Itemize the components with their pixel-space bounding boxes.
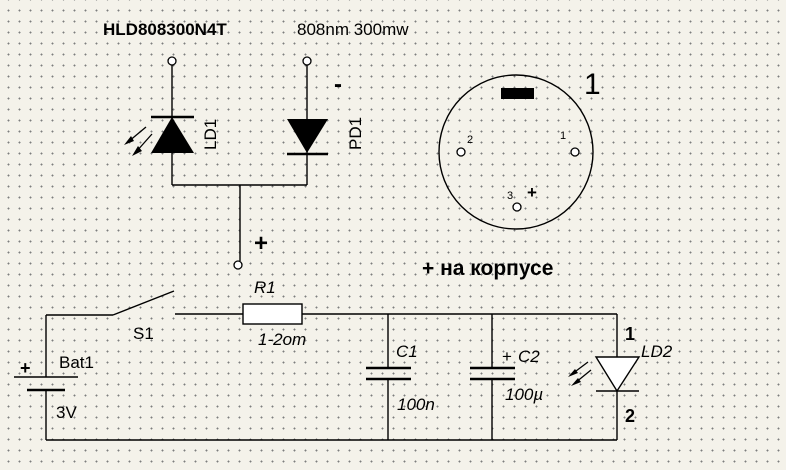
package-pin-3-plus: + bbox=[527, 183, 537, 202]
package-pin-1-label: 1 bbox=[560, 130, 566, 142]
package-pin-2-label: 2 bbox=[467, 134, 473, 146]
pd1-label: PD1 bbox=[346, 117, 365, 150]
resistor-r1-value: 1-2om bbox=[258, 330, 306, 349]
resistor-r1-symbol bbox=[242, 303, 303, 325]
ld2-pin-1-label: 1 bbox=[625, 324, 635, 344]
package-pin-2 bbox=[456, 147, 466, 157]
ld1-label: LD1 bbox=[201, 119, 220, 150]
ld2-diode-symbol bbox=[594, 356, 641, 393]
ld2-pin-2-label: 2 bbox=[625, 406, 635, 426]
pd1-diode-symbol bbox=[287, 119, 328, 156]
ld1-top-pin bbox=[167, 56, 177, 66]
part-number: HLD808300N4T bbox=[103, 20, 227, 39]
ld1-emission-arrows-icon bbox=[124, 126, 153, 156]
battery-plus-sign: + bbox=[20, 358, 31, 378]
package-pin-1 bbox=[570, 147, 580, 157]
package-pin-3-label: 3 bbox=[507, 190, 513, 202]
part-spec: 808nm 300mw bbox=[297, 20, 409, 39]
battery-value: 3V bbox=[56, 403, 77, 422]
ld2-emission-arrows-icon bbox=[568, 361, 592, 386]
package-number: 1 bbox=[584, 68, 601, 101]
capacitor-c1-value: 100n bbox=[397, 395, 435, 414]
package-pinout: 1 2 1 3 + + на корпусе bbox=[422, 68, 601, 280]
common-plus-pin bbox=[233, 260, 243, 270]
switch-s1-label: S1 bbox=[133, 324, 154, 343]
pd1-top-pin bbox=[302, 56, 312, 66]
pd1-minus-sign: - bbox=[334, 71, 342, 98]
capacitor-c2-label: C2 bbox=[518, 347, 540, 366]
case-note: + на корпусе bbox=[422, 257, 553, 280]
resistor-r1-label: R1 bbox=[254, 278, 276, 297]
capacitor-c2-plus-sign: + bbox=[502, 347, 512, 366]
laser-module: LD1 PD1 - + bbox=[124, 56, 365, 270]
capacitor-c2-value: 100µ bbox=[505, 385, 543, 404]
package-outline bbox=[438, 74, 594, 230]
driver-circuit bbox=[14, 290, 641, 441]
capacitor-c1-label: C1 bbox=[396, 342, 418, 361]
ld1-diode-symbol bbox=[151, 115, 194, 153]
ld1-plus-sign: + bbox=[254, 230, 268, 257]
package-pin-3 bbox=[512, 202, 522, 212]
switch-s1-lever bbox=[112, 290, 175, 316]
battery-label: Bat1 bbox=[59, 353, 94, 372]
package-key-tab bbox=[501, 88, 534, 99]
ld2-label: LD2 bbox=[641, 342, 673, 361]
